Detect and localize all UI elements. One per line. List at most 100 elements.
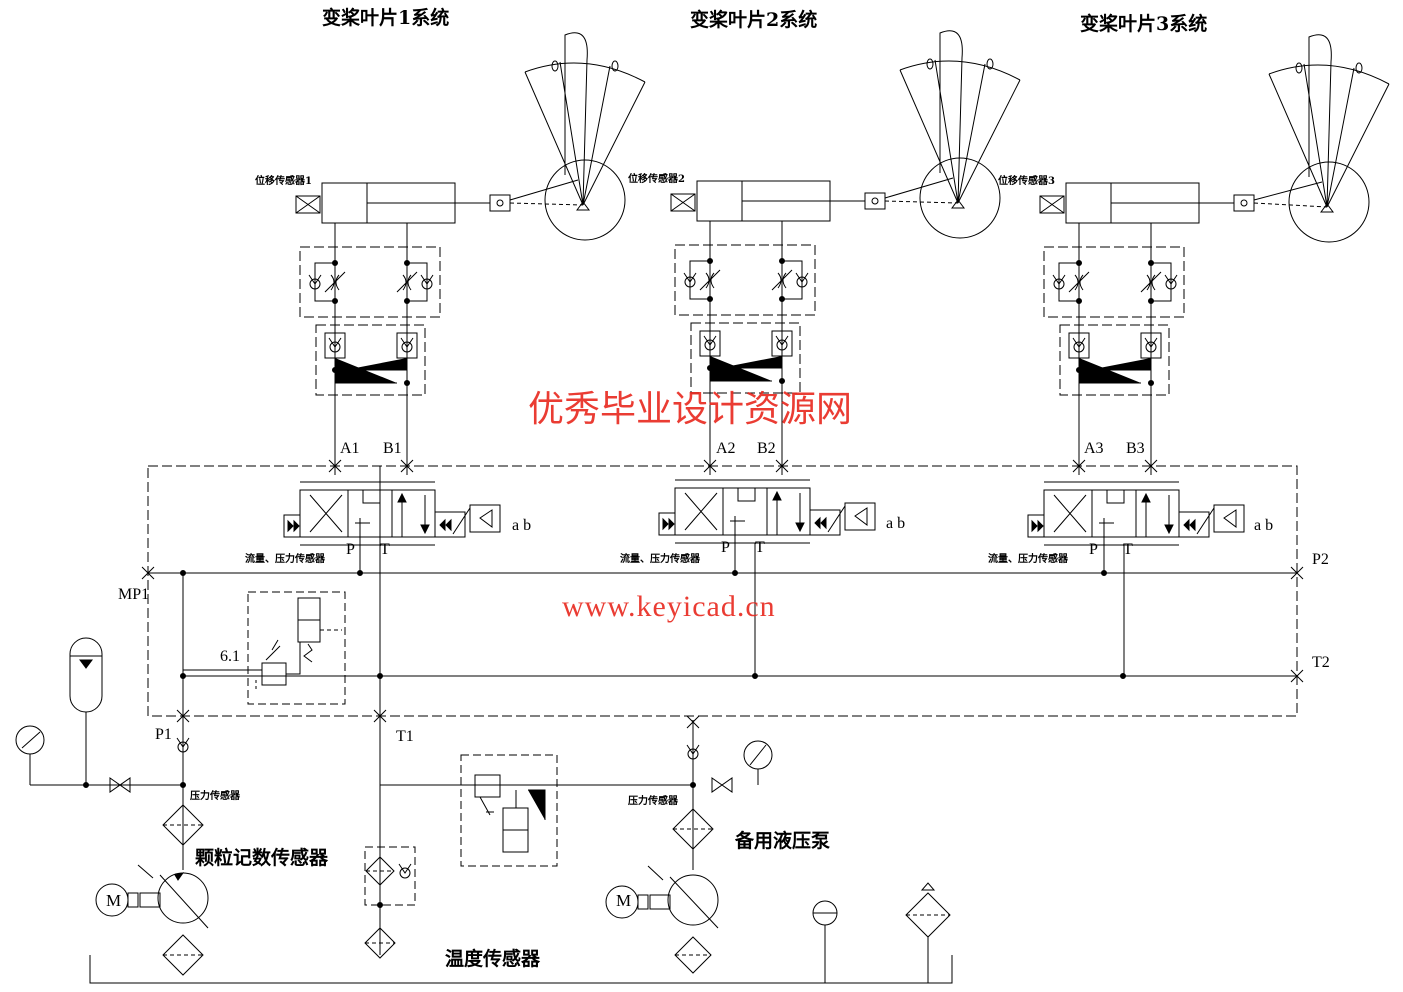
check-valve-icon xyxy=(776,339,788,351)
spring-adjust xyxy=(1196,507,1215,535)
rotation-arrow xyxy=(647,865,664,881)
temperature-sensor-label: 温度传感器 xyxy=(445,948,541,970)
pressure-sensor-2-label: 压力传感器 xyxy=(628,796,678,807)
port-a1: A1 xyxy=(340,440,360,457)
check-valve-icon xyxy=(328,337,342,348)
shutoff-valve-1 xyxy=(109,777,131,793)
displacement-sensor xyxy=(670,193,696,212)
directional-valve xyxy=(1043,489,1180,538)
directional-valve xyxy=(299,489,436,538)
pitch-bearing-circle xyxy=(1288,161,1370,243)
check-valve-icon xyxy=(399,867,411,879)
check-valve-icon xyxy=(686,744,700,755)
rotation-arrow xyxy=(137,864,154,879)
linkage xyxy=(1253,202,1328,208)
check-valve-icon xyxy=(176,737,190,748)
junction-dot xyxy=(779,258,785,264)
port-b1: B1 xyxy=(383,440,402,457)
check-valve-icon xyxy=(329,341,341,353)
flow-sensor-3-label: 流量、压力传感器 xyxy=(988,554,1068,565)
check-valve-icon xyxy=(796,276,808,288)
blade-outline xyxy=(564,32,588,175)
junction-dot xyxy=(779,378,785,384)
filter-icon xyxy=(674,936,712,974)
rod-eye xyxy=(864,192,886,210)
relief-valve xyxy=(474,774,501,798)
angle-marker xyxy=(986,58,994,70)
bypass-loop xyxy=(1150,262,1172,302)
bypass-loop xyxy=(781,260,803,300)
pilot-check-block xyxy=(1059,324,1170,396)
relief-valve xyxy=(261,662,287,686)
check-valve-icon xyxy=(1073,341,1085,353)
throttle-valve-icon xyxy=(324,271,346,293)
relief-pipe xyxy=(183,642,301,675)
blade-angle-arc xyxy=(1268,64,1390,85)
center-position-symbol xyxy=(730,488,756,522)
flow-sensor-2-label: 流量、压力传感器 xyxy=(620,554,700,565)
junction-dot xyxy=(332,298,338,304)
check-valve-icon xyxy=(1165,278,1177,290)
port-b2: B2 xyxy=(757,440,776,457)
junction-dot xyxy=(1148,260,1154,266)
throttle-valve-icon xyxy=(771,269,793,291)
check-valve-icon xyxy=(308,274,322,285)
displacement-sensor-2-label: 位移传感器2 xyxy=(628,174,685,185)
rod-eye-pin xyxy=(1240,199,1248,207)
center-position-symbol xyxy=(355,490,381,524)
valve-1-ab-label: a b xyxy=(512,517,532,534)
directional-valve xyxy=(674,487,811,536)
gauge-needle xyxy=(749,744,767,766)
angle-marker xyxy=(1355,62,1363,74)
pitch-bearing-circle xyxy=(544,159,626,241)
relief-spring xyxy=(479,796,494,816)
pilot-check-block xyxy=(315,324,426,396)
displacement-sensor xyxy=(1039,195,1065,214)
accumulator xyxy=(69,637,103,713)
port-cross-icon xyxy=(686,715,700,729)
junction-dot xyxy=(1076,260,1082,266)
junction-dot xyxy=(779,296,785,302)
filter-icon xyxy=(162,934,204,976)
junction-dot xyxy=(404,260,410,266)
spring-adjust xyxy=(827,505,846,533)
port-mp1: MP1 xyxy=(118,586,150,603)
blade-angle-arc xyxy=(899,60,1021,81)
pilot-check-block xyxy=(690,322,801,394)
port-b3: B3 xyxy=(1126,440,1145,457)
rod-eye xyxy=(489,194,511,212)
check-valve-icon xyxy=(684,276,696,288)
rod-eye xyxy=(1233,194,1255,212)
junction-dot xyxy=(752,673,758,679)
coupling xyxy=(637,894,649,910)
blade-angle-lines xyxy=(899,57,1021,204)
solenoid-valve xyxy=(297,597,321,621)
coil-triangle-icon xyxy=(1223,509,1237,528)
pump-variable-arrow xyxy=(669,876,719,929)
crossed-flow-arrows xyxy=(1053,494,1087,533)
check-valve-icon xyxy=(775,335,789,346)
pivot-icon xyxy=(1320,203,1334,213)
check-valve-icon xyxy=(400,337,414,348)
junction-dot xyxy=(404,380,410,386)
gauge-needle xyxy=(21,731,41,749)
pilot-line xyxy=(334,358,408,384)
port-t1: T1 xyxy=(396,728,414,745)
rod-eye-pin xyxy=(496,199,504,207)
backup-pump xyxy=(667,874,719,926)
solenoid-valve xyxy=(502,829,529,853)
pilot-line xyxy=(1078,358,1152,384)
check-valve-icon xyxy=(1072,337,1086,348)
pivot-icon xyxy=(576,201,590,211)
check-valve-icon xyxy=(401,341,413,353)
valve-3-ab-label: a b xyxy=(1254,517,1274,534)
throttle-valve-icon xyxy=(1140,271,1162,293)
relief-valve-block xyxy=(460,754,558,867)
sensor-cross xyxy=(1039,195,1065,214)
check-valve-icon xyxy=(177,741,189,753)
junction-dot xyxy=(332,260,338,266)
junction-dot xyxy=(332,367,338,373)
blade-angle-lines xyxy=(1268,61,1390,208)
motor-1-label: M xyxy=(106,891,122,910)
pitch-bearing-circle xyxy=(919,157,1001,239)
